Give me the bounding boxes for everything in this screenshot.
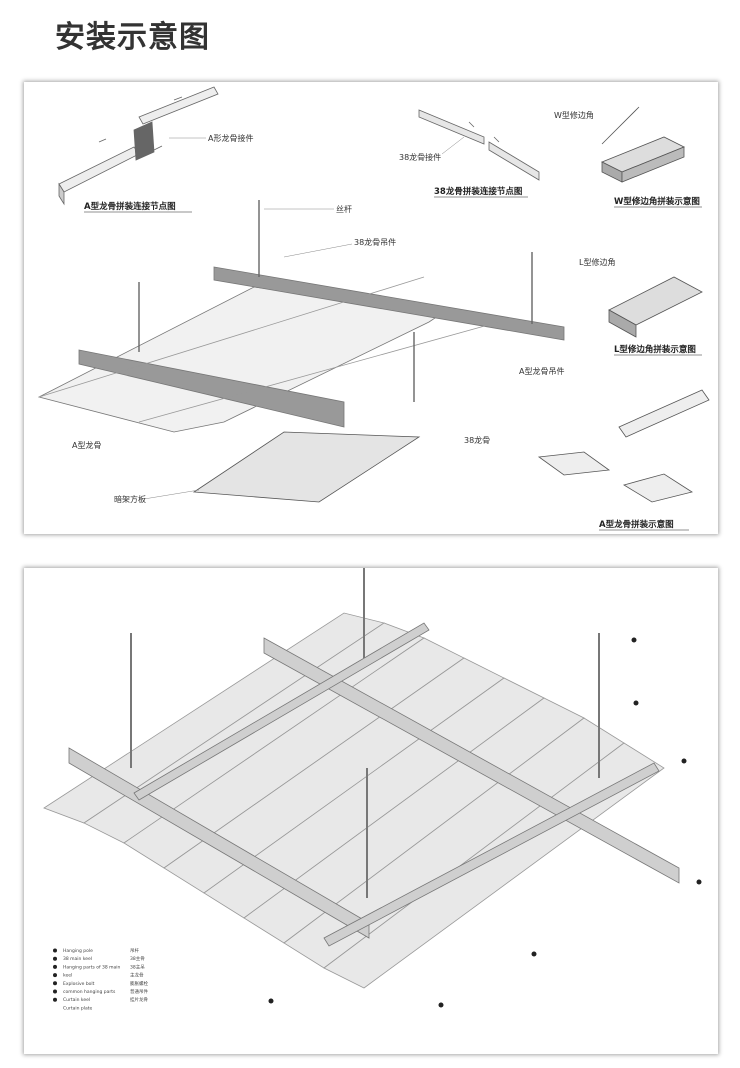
label-w-corner: W型修边角 — [554, 110, 594, 120]
legend-item: keel 主龙骨 — [53, 972, 144, 979]
legend-item: Curtain keel 挂片龙骨 — [53, 996, 148, 1003]
legend-item: common hanging parts 普通吊件 — [53, 988, 148, 995]
caption-a-assembly: A型龙骨拼装示意图 — [599, 519, 674, 530]
callout-markers — [268, 637, 702, 1008]
legend-en: Explosive bolt — [63, 981, 95, 987]
legend-marker — [53, 997, 57, 1002]
label-a-connector: A形龙骨接件 — [208, 133, 253, 143]
main-keels — [68, 622, 680, 947]
label-38-connector: 38龙骨接件 — [399, 152, 441, 162]
label-38-keel: 38龙骨 — [464, 435, 490, 445]
label-l-corner: L型修边角 — [579, 257, 615, 267]
caption-a-node: A型龙骨拼装连接节点图 — [84, 201, 176, 212]
legend-cn: 主龙骨 — [130, 972, 144, 979]
legend-marker — [53, 981, 57, 986]
legend-en: Curtain plate — [63, 1005, 93, 1011]
legend-cn: 38主骨 — [130, 955, 145, 962]
installation-diagram: A形龙骨接件 A型龙骨拼装连接节点图 38龙骨接件 38龙骨拼装连接节点图 W型… — [37, 86, 710, 531]
legend-marker — [53, 948, 57, 953]
caption-l: L型修边角拼装示意图 — [614, 344, 696, 355]
page-title: 安装示意图 — [55, 20, 210, 55]
legend-item: Explosive bolt 膨胀螺栓 — [53, 980, 148, 987]
caption-w: W型修边角拼装示意图 — [614, 196, 700, 207]
legend-marker — [53, 989, 57, 994]
legend-marker — [53, 956, 57, 961]
legend-en: Curtain keel — [63, 997, 90, 1003]
legend-marker — [53, 973, 57, 978]
label-rod: 丝杆 — [336, 204, 352, 214]
main-assembly-drawing — [37, 200, 565, 503]
installation-diagram-panel: A形龙骨接件 A型龙骨拼装连接节点图 38龙骨接件 38龙骨拼装连接节点图 W型… — [24, 82, 718, 534]
legend-cn: 38主吊 — [130, 963, 145, 970]
label-a-keel: A型龙骨 — [72, 440, 101, 450]
legend-item: 38 main keel 38主骨 — [53, 955, 145, 962]
legend-item: Hanging pole 吊杆 — [53, 947, 139, 954]
legend-cn: 吊杆 — [130, 947, 139, 954]
legend-en: keel — [63, 973, 72, 979]
legend-en: Hanging parts of 38 main — [63, 964, 121, 970]
a-assembly-drawing — [537, 389, 710, 503]
legend-item: Hanging parts of 38 main 38主吊 — [53, 963, 145, 970]
legend-item: Curtain plate — [63, 1005, 93, 1011]
label-a-hanger: A型龙骨吊件 — [519, 366, 564, 376]
l-corner-drawing — [608, 276, 703, 338]
legend-cn: 挂片龙骨 — [130, 996, 148, 1003]
label-hanger38: 38龙骨吊件 — [354, 237, 396, 247]
label-panel: 暗架方板 — [114, 494, 146, 504]
caption-38-node: 38龙骨拼装连接节点图 — [434, 186, 522, 197]
legend-cn: 普通吊件 — [130, 988, 148, 995]
a-keel-node-drawing — [58, 86, 219, 206]
keel38-node-drawing — [418, 109, 540, 181]
legend-en: 38 main keel — [63, 956, 92, 962]
w-corner-drawing — [601, 106, 685, 183]
hanging-rods — [130, 568, 600, 898]
legend-marker — [53, 964, 57, 969]
legend-cn: 膨胀螺栓 — [130, 980, 148, 987]
legend-en: Hanging pole — [63, 948, 93, 954]
legend-en: common hanging parts — [63, 989, 116, 995]
